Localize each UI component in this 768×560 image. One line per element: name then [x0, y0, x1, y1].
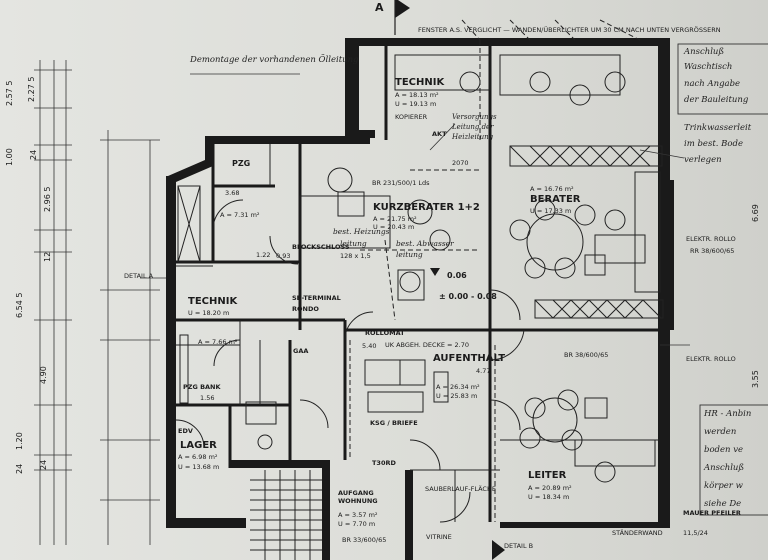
label-vitrine: VITRINE: [426, 533, 452, 541]
outer-walls: [166, 38, 674, 560]
header-note: FENSTER A.S. VERGLICHT — WANDEN/ÜBERLICH…: [418, 26, 721, 34]
label-edv: EDV: [178, 427, 193, 435]
doors: [175, 199, 525, 523]
leader-lines: [140, 73, 690, 346]
label-akt: AKT: [432, 130, 447, 138]
label-br-right: BR 38/600/65: [564, 351, 609, 359]
label-decke: UK ABGEH. DECKE = 2.70: [385, 341, 469, 349]
dim-0-93: 0.93: [276, 252, 291, 260]
furniture: [245, 54, 661, 483]
dim-3-68: 3.68: [225, 189, 240, 197]
dim-5-40: 5.40: [362, 342, 377, 350]
label-rollomat: ROLLOMAT: [365, 329, 405, 337]
label-blockschloss: BLOCKSCHLOSS: [292, 243, 350, 251]
label-level-2070: 2070: [452, 159, 469, 167]
dashed-lines: [349, 19, 641, 522]
window-bands: [177, 145, 664, 404]
label-sauberlauf: SAUBERLAUF-FLÄCHE: [425, 485, 496, 493]
label-detail-b: DETAIL B: [504, 542, 534, 550]
label-elektr-rollo-2: ELEKTR. ROLLO: [686, 355, 736, 363]
area-gaa-room: A = 7.66 m²: [198, 338, 238, 346]
label-detail-a: DETAIL A: [124, 272, 154, 280]
dim-3-55: 3.55: [751, 370, 760, 388]
area-small-room: A = 7.31 m²: [220, 211, 260, 219]
dim-1-22: 1.22: [256, 251, 271, 259]
label-pfeiler-dim: 11,5/24: [683, 529, 708, 537]
note-demontage: Demontage der vorhandenen Ölleitung: [190, 55, 359, 65]
label-br-top: BR 231/500/1 Lds: [372, 179, 430, 187]
dim-4-77: 4.77: [476, 367, 491, 375]
label-pzg: PZG: [232, 159, 251, 168]
stair: [250, 470, 322, 560]
label-standerwand: STÄNDERWAND: [612, 529, 663, 537]
label-ksg-briefe: KSG / BRIEFE: [370, 419, 418, 427]
label-t30rd: T30RD: [372, 459, 396, 467]
left-dimension-lines: [34, 60, 160, 545]
level-marker: [430, 268, 440, 276]
label-pfeiler: MAUER PFEILER: [683, 509, 741, 517]
label-sb-terminal: SB-TERMINAL: [292, 294, 341, 302]
note-frames: [677, 43, 768, 516]
label-rr-right: RR 38/600/65: [690, 247, 735, 255]
section-markers: [394, 0, 505, 560]
dim-6-69: 6.69: [751, 204, 760, 222]
label-level-006: 0.06: [447, 271, 467, 280]
label-pzg-bank: PZG BANK: [183, 383, 221, 391]
label-gaa: GAA: [293, 347, 309, 355]
dim-1-56: 1.56: [200, 394, 215, 402]
label-elektr-rollo: ELEKTR. ROLLO: [686, 235, 736, 243]
north-marker-letter: A: [375, 1, 384, 14]
label-level-000: ± 0.00 - 0.08: [439, 292, 497, 301]
label-br-bottom: BR 33/600/65: [342, 536, 387, 544]
label-rondo: RONDO: [292, 305, 319, 313]
